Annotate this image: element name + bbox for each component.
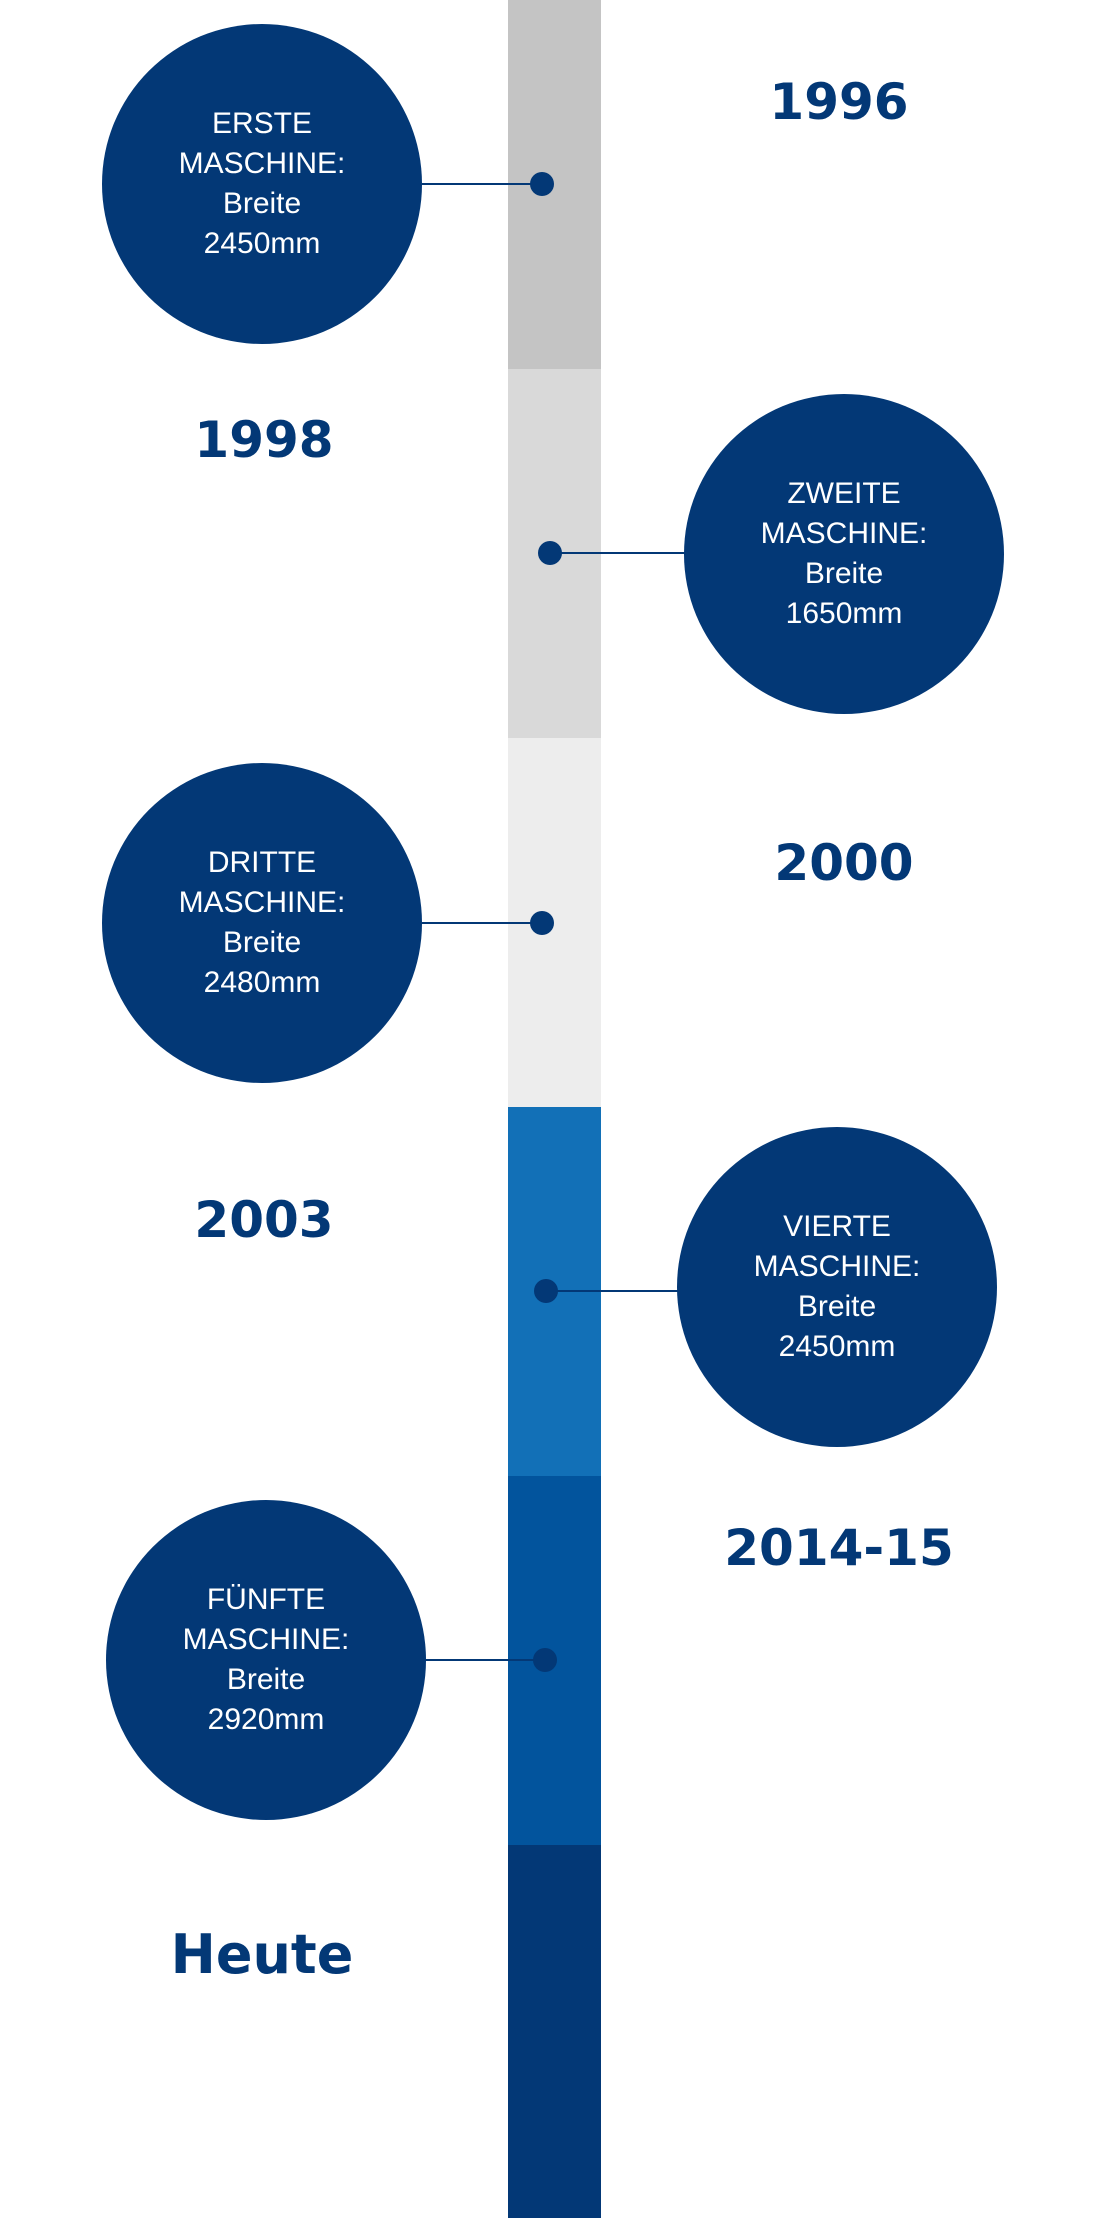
milestone-year-1: 1996 <box>769 73 909 131</box>
milestone-year-2: 1998 <box>194 411 334 469</box>
milestone-width-value: 1650mm <box>785 597 903 630</box>
milestone-title: ZWEITE <box>787 477 901 510</box>
timeline-dot-1 <box>530 172 554 196</box>
timeline-dot-5 <box>533 1648 557 1672</box>
timeline-segment-6 <box>508 1845 601 2218</box>
milestone-width-label: Breite <box>222 187 302 220</box>
timeline-dot-4 <box>534 1279 558 1303</box>
today-label: Heute <box>170 1923 354 1986</box>
milestone-circle-3: DRITTE MASCHINE: Breite 2480mm <box>102 763 422 1083</box>
milestone-subtitle: MASCHINE: <box>178 147 346 180</box>
milestone-circle-2: ZWEITE MASCHINE: Breite 1650mm <box>684 394 1004 714</box>
milestone-subtitle: MASCHINE: <box>753 1250 921 1283</box>
timeline-dot-3 <box>530 911 554 935</box>
milestone-circle-4: VIERTE MASCHINE: Breite 2450mm <box>677 1127 997 1447</box>
connector-line-1 <box>422 183 542 185</box>
milestone-width-value: 2920mm <box>207 1703 325 1736</box>
milestone-width-label: Breite <box>804 557 884 590</box>
milestone-circle-1: ERSTE MASCHINE: Breite 2450mm <box>102 24 422 344</box>
connector-line-3 <box>422 922 542 924</box>
milestone-title: VIERTE <box>783 1210 891 1243</box>
milestone-year-5: 2014-15 <box>724 1519 954 1577</box>
connector-line-2 <box>550 552 686 554</box>
milestone-title: FÜNFTE <box>206 1583 326 1616</box>
milestone-year-3: 2000 <box>774 834 914 892</box>
milestone-width-value: 2450mm <box>203 227 321 260</box>
milestone-title: ERSTE <box>211 107 313 140</box>
milestone-subtitle: MASCHINE: <box>182 1623 350 1656</box>
connector-line-5 <box>425 1659 545 1661</box>
milestone-width-label: Breite <box>222 926 302 959</box>
milestone-width-value: 2450mm <box>778 1330 896 1363</box>
milestone-width-label: Breite <box>226 1663 306 1696</box>
timeline-dot-2 <box>538 541 562 565</box>
milestone-year-4: 2003 <box>194 1191 334 1249</box>
milestone-subtitle: MASCHINE: <box>178 886 346 919</box>
milestone-title: DRITTE <box>207 846 317 879</box>
milestone-subtitle: MASCHINE: <box>760 517 928 550</box>
connector-line-4 <box>546 1290 679 1292</box>
milestone-width-value: 2480mm <box>203 966 321 999</box>
milestone-circle-5: FÜNFTE MASCHINE: Breite 2920mm <box>106 1500 426 1820</box>
milestone-width-label: Breite <box>797 1290 877 1323</box>
